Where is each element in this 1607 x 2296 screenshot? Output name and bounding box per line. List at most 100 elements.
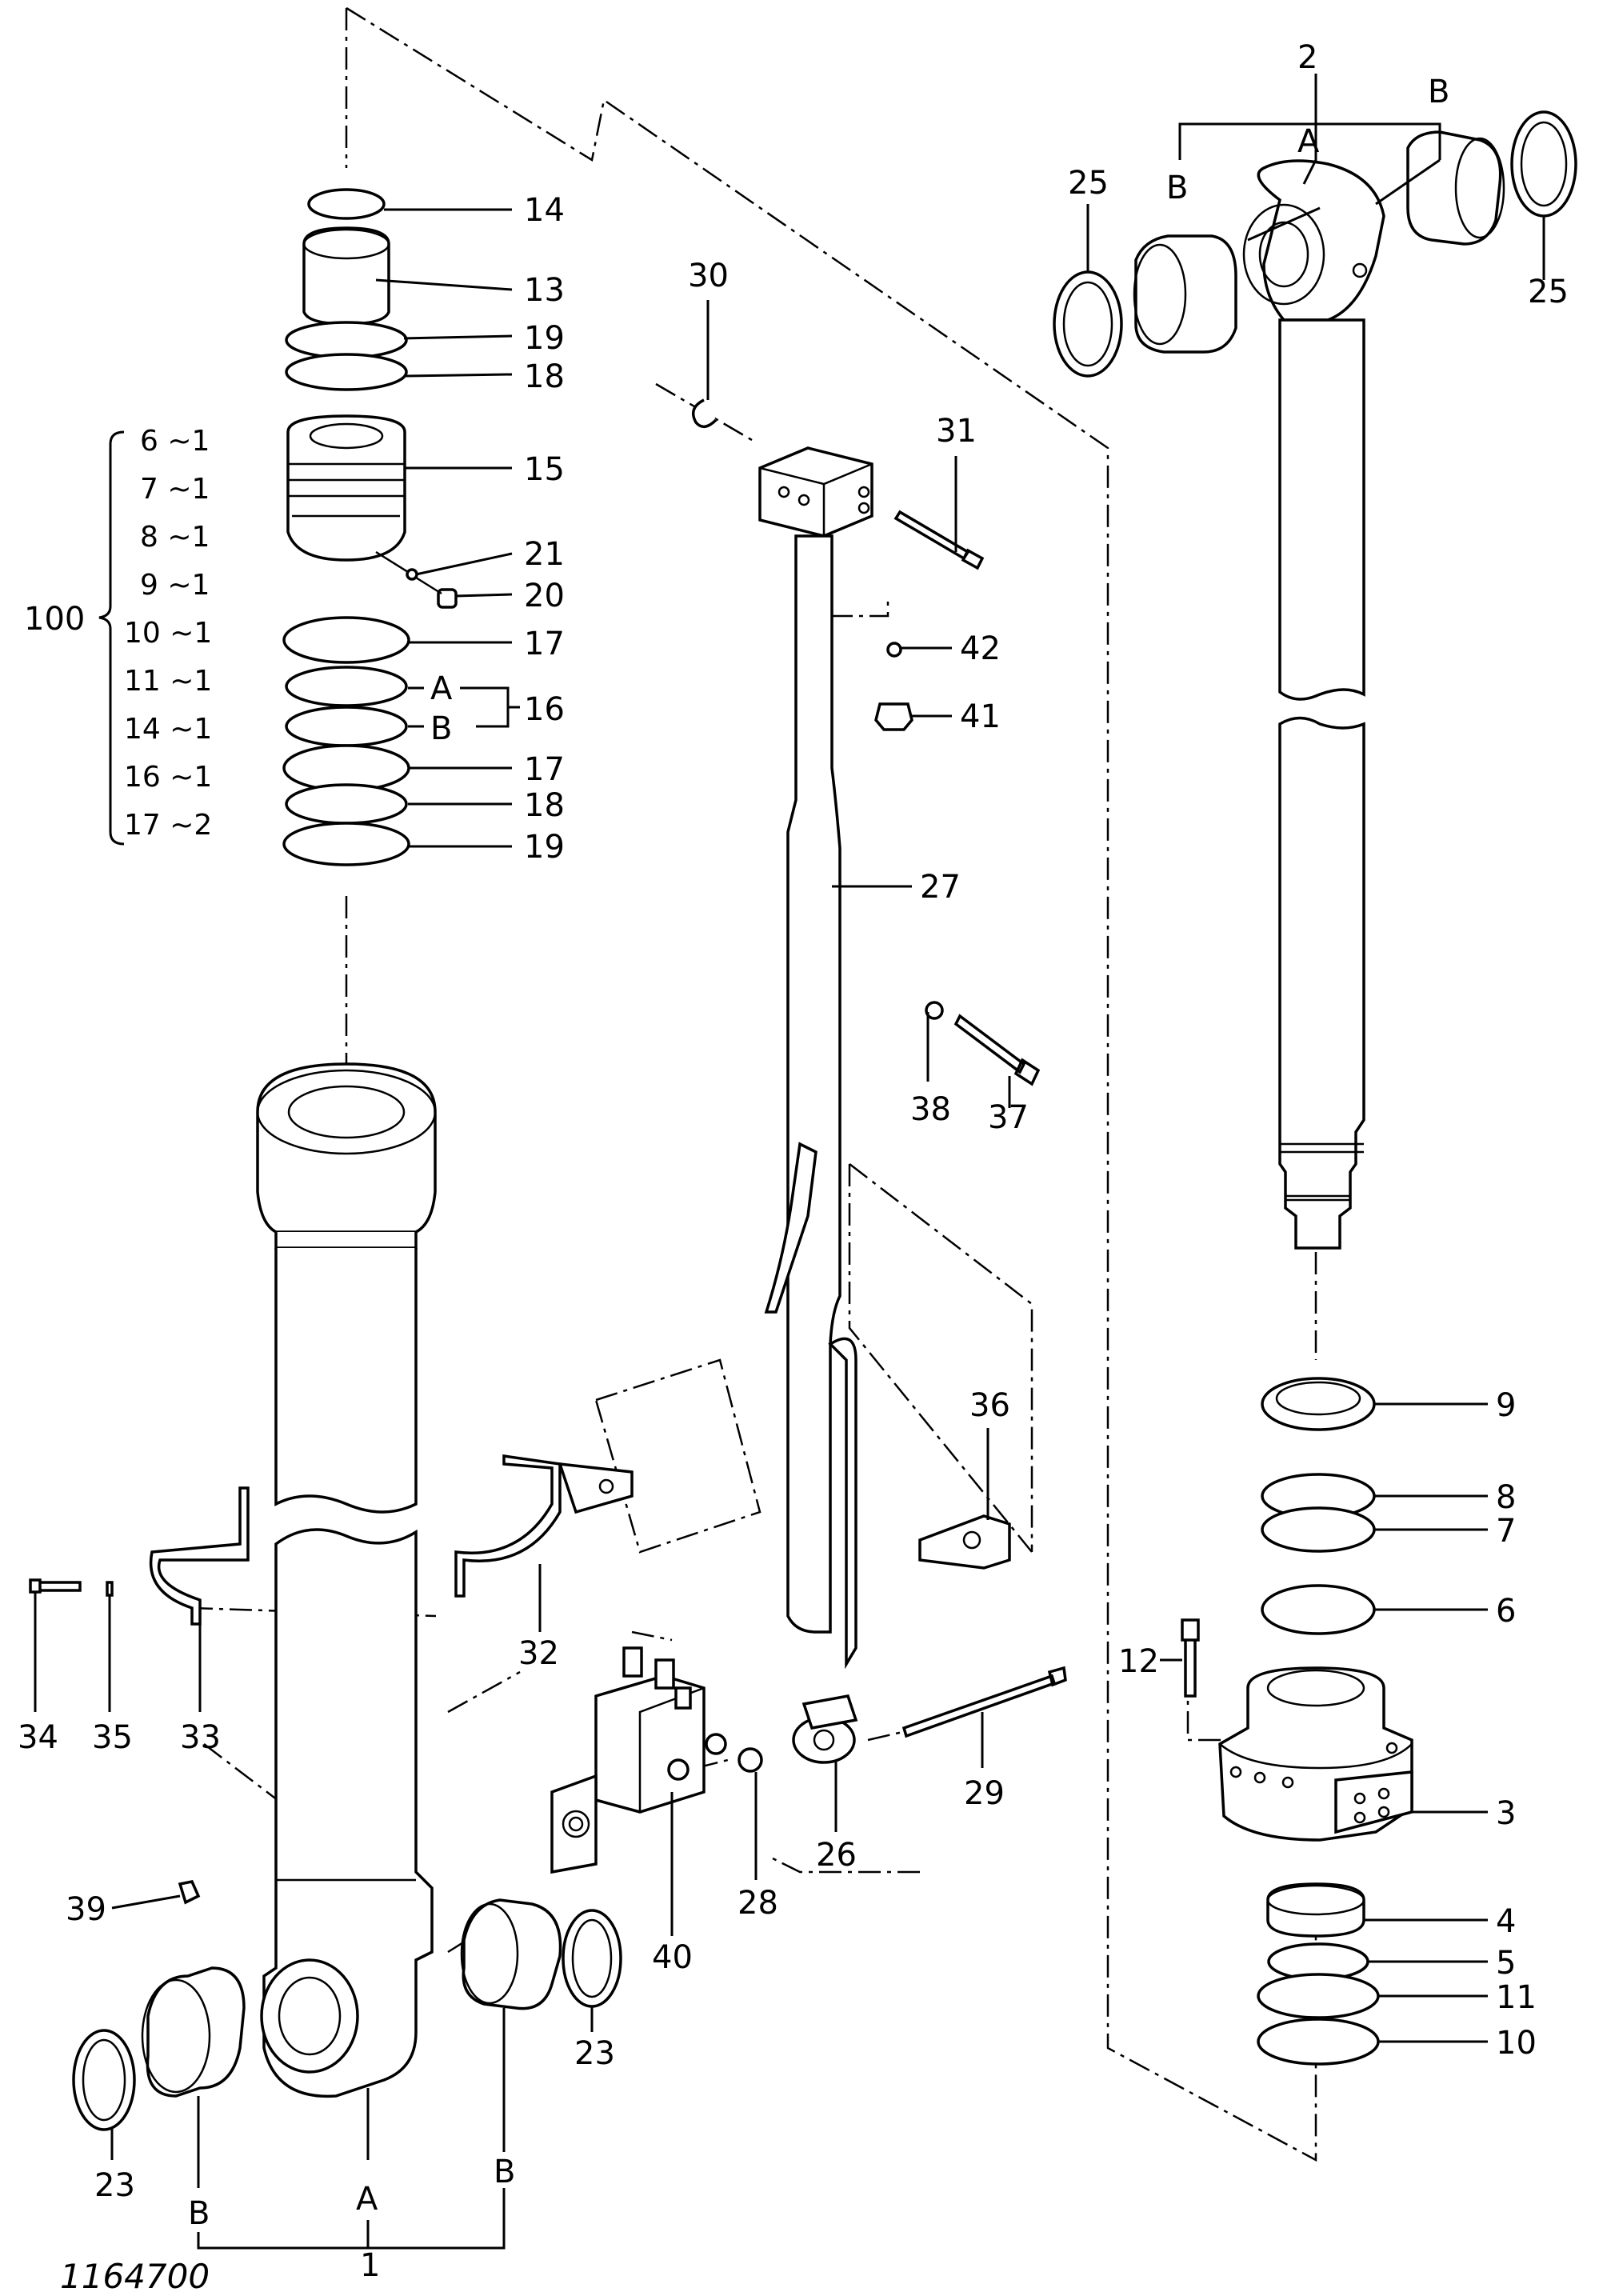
tube-block [758,446,873,538]
callout: 26 [816,1837,857,1874]
grease-fitting-39 [178,1880,201,1905]
callout: 35 [92,1719,133,1756]
bolt-31 [893,510,985,570]
callout: 19 [524,829,565,866]
bom-entry: 17 ~2 [124,809,212,842]
ring-19-upper [285,321,408,359]
bushing-B-left [146,1966,246,2098]
callout: B [494,2154,515,2190]
callout: 27 [920,869,961,906]
set-screw-20 [437,588,458,609]
callout: 41 [960,698,1001,735]
snap-ring-30 [691,398,718,428]
callout: 31 [936,413,977,450]
bushing-B-upper-right [1406,130,1502,246]
ring-10 [1257,2018,1380,2066]
callout: 28 [738,1885,778,1922]
drawing-number: 1164700 [60,2257,210,2296]
callout: 36 [969,1387,1010,1424]
bolt-37 [953,1014,1041,1086]
callout: 38 [910,1091,951,1128]
ring-11 [1257,1973,1380,2019]
ring-6 [1261,1584,1376,1635]
callout: 25 [1528,274,1569,310]
callout: 2 [1297,39,1317,76]
callout: 21 [524,536,565,573]
callout: 17 [524,626,565,662]
callout: 20 [524,578,565,614]
bom-entry: 11 ~1 [124,665,212,698]
lower-bushings [72,1898,622,2131]
bom-entry: 8 ~1 [140,521,210,554]
callout: A [1297,123,1320,160]
clamp-assembly [29,1454,634,1626]
hose-tube-27 [758,446,873,1764]
callout: 29 [964,1775,1005,1812]
callout: 14 [524,192,565,229]
callout: 5 [1496,1945,1516,1982]
callout: 18 [524,787,565,824]
callout: 30 [688,258,729,294]
ring-19-lower [282,822,410,866]
ball-21 [406,568,418,581]
callout: 42 [960,630,1001,667]
bom-bracket [98,430,125,846]
bom-entry: 14 ~1 [124,713,212,746]
piston-15 [286,414,406,562]
callout: B [430,710,452,747]
callout: 11 [1496,1979,1537,2016]
bom-entry: 16 ~1 [124,761,212,794]
bom-group: 100 6 ~1 7 ~1 8 ~1 9 ~1 10 ~1 11 ~1 14 ~… [24,425,212,842]
plug-41 [874,702,913,731]
callout: 15 [524,451,565,488]
callout: A [356,2181,378,2218]
washer-38 [925,1001,944,1020]
callout: 16 [524,691,565,728]
leader-lines [34,74,1545,2250]
small-hardware [691,398,1200,1773]
ring-23-left [72,2029,136,2131]
callout: B [1428,74,1449,110]
callouts: 14 13 19 18 15 21 20 17 16 A B 17 18 19 … [18,39,1569,2284]
callout: 13 [524,272,565,309]
o-ring-42 [886,642,902,658]
callout: 18 [524,358,565,395]
bolt-34 [29,1578,82,1594]
callout: 8 [1496,1479,1516,1516]
bolt-29 [901,1666,1067,1738]
callout: B [188,2195,210,2232]
seal-ring-16B [285,706,408,747]
cylinder-head-3 [1218,1666,1413,2066]
callout: 4 [1496,1903,1516,1940]
cylinder-tube-1 [178,1062,437,2098]
rod-seals [1261,1377,1376,1635]
callout: 6 [1496,1593,1516,1630]
bolt-12 [1181,1618,1200,1698]
seal-ring-17-upper [282,616,410,664]
ring-18-lower [285,783,408,825]
bom-entry: 10 ~1 [124,617,212,650]
clamp-32 [454,1454,562,1598]
callout: 1 [360,2247,380,2284]
rod-bushings [1053,110,1577,378]
seal-ring-16A [285,666,408,707]
ring-7 [1261,1506,1376,1553]
bom-entry: 9 ~1 [140,569,210,602]
callout: 40 [652,1939,693,1976]
callout: 9 [1496,1387,1516,1424]
callout: 17 [524,751,565,788]
callout: 34 [18,1719,58,1756]
clamp-33 [149,1486,250,1626]
callout: 39 [66,1891,106,1928]
piston-rod-2 [1242,159,1385,1250]
o-ring-28 [738,1747,763,1773]
seal-ring-14 [307,188,386,220]
valve-block-40 [550,1646,727,1874]
bushing-B-right [462,1898,562,2010]
bracket [558,1462,634,1514]
callout: 10 [1496,2025,1537,2062]
callout: 23 [94,2167,135,2204]
bom-assembly-number: 100 [24,601,85,638]
bom-entry: 7 ~1 [140,473,210,506]
callout: 37 [988,1099,1029,1136]
